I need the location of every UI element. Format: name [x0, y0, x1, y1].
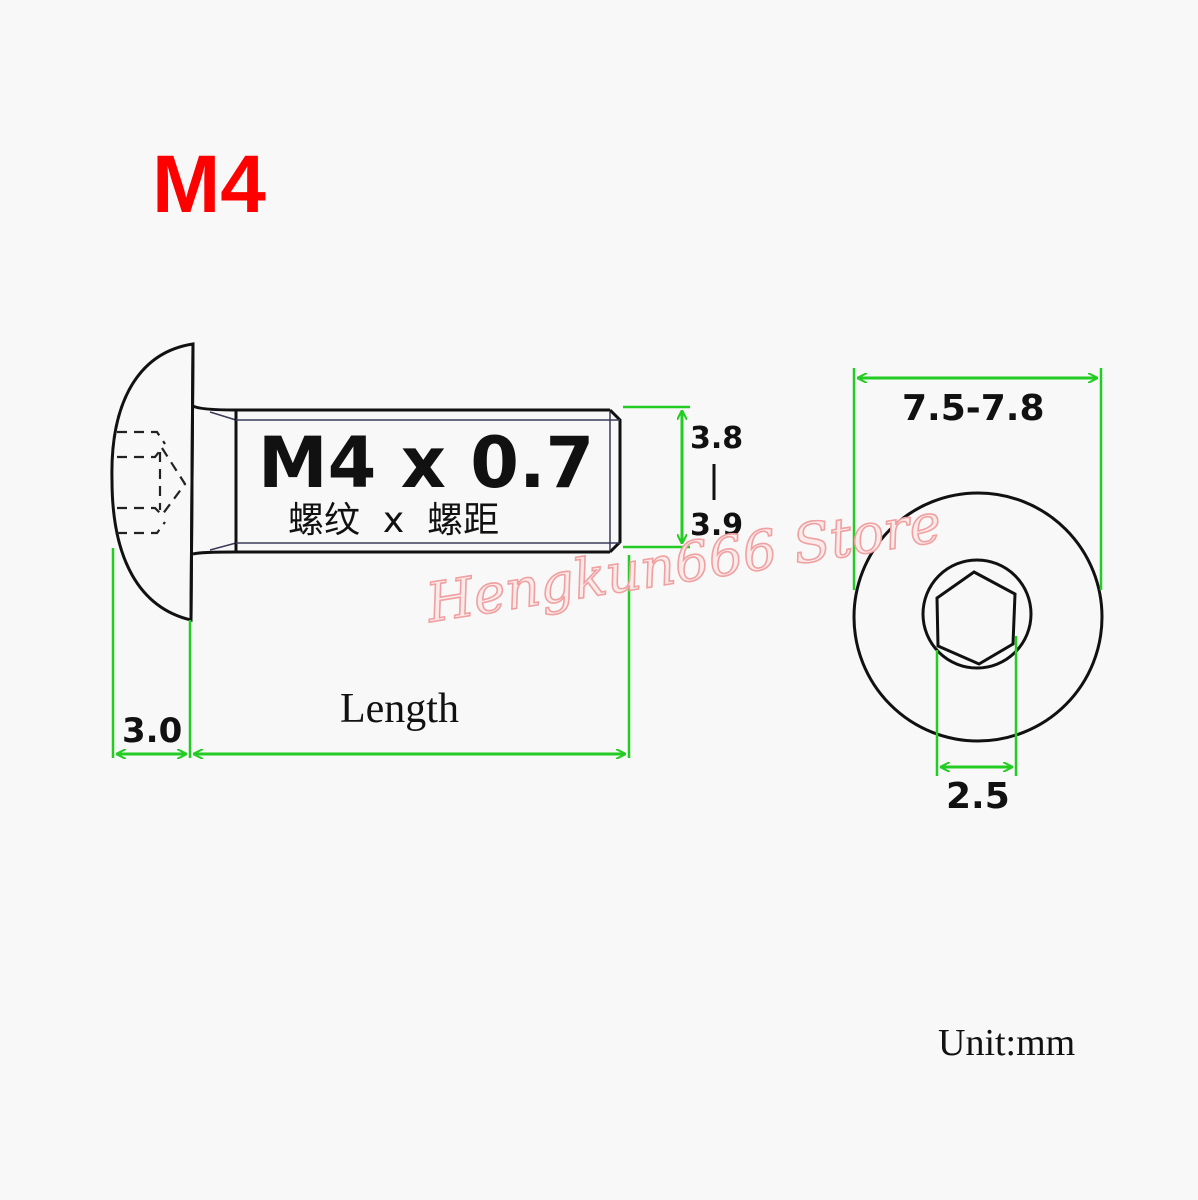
head-circle — [852, 491, 1104, 743]
hex-socket-icon — [935, 570, 1017, 666]
size-title: M4 — [152, 139, 266, 230]
head-diameter-label: 7.5-7.8 — [902, 388, 1045, 429]
head-height-label: 3.0 — [122, 711, 182, 751]
hex-socket-hidden-lines — [117, 430, 187, 535]
length-label: Length — [340, 686, 459, 732]
thread-diameter-bottom: 3.9 — [690, 508, 743, 543]
thread-spec: M4 x 0.7 — [258, 422, 594, 504]
screw-head-outline — [110, 342, 195, 622]
side-view: M4 x 0.7 螺纹 x 螺距 3.0 Length 3.8 3.9 — [110, 342, 743, 758]
thread-spec-chinese: 螺纹 x 螺距 — [288, 500, 499, 541]
end-view: 7.5-7.8 2.5 — [852, 368, 1104, 817]
hex-socket-label: 2.5 — [946, 776, 1010, 817]
thread-diameter-top: 3.8 — [690, 421, 743, 456]
socket-circle — [921, 558, 1033, 670]
screw-shank — [234, 408, 622, 554]
unit-label: Unit:mm — [938, 1022, 1075, 1064]
